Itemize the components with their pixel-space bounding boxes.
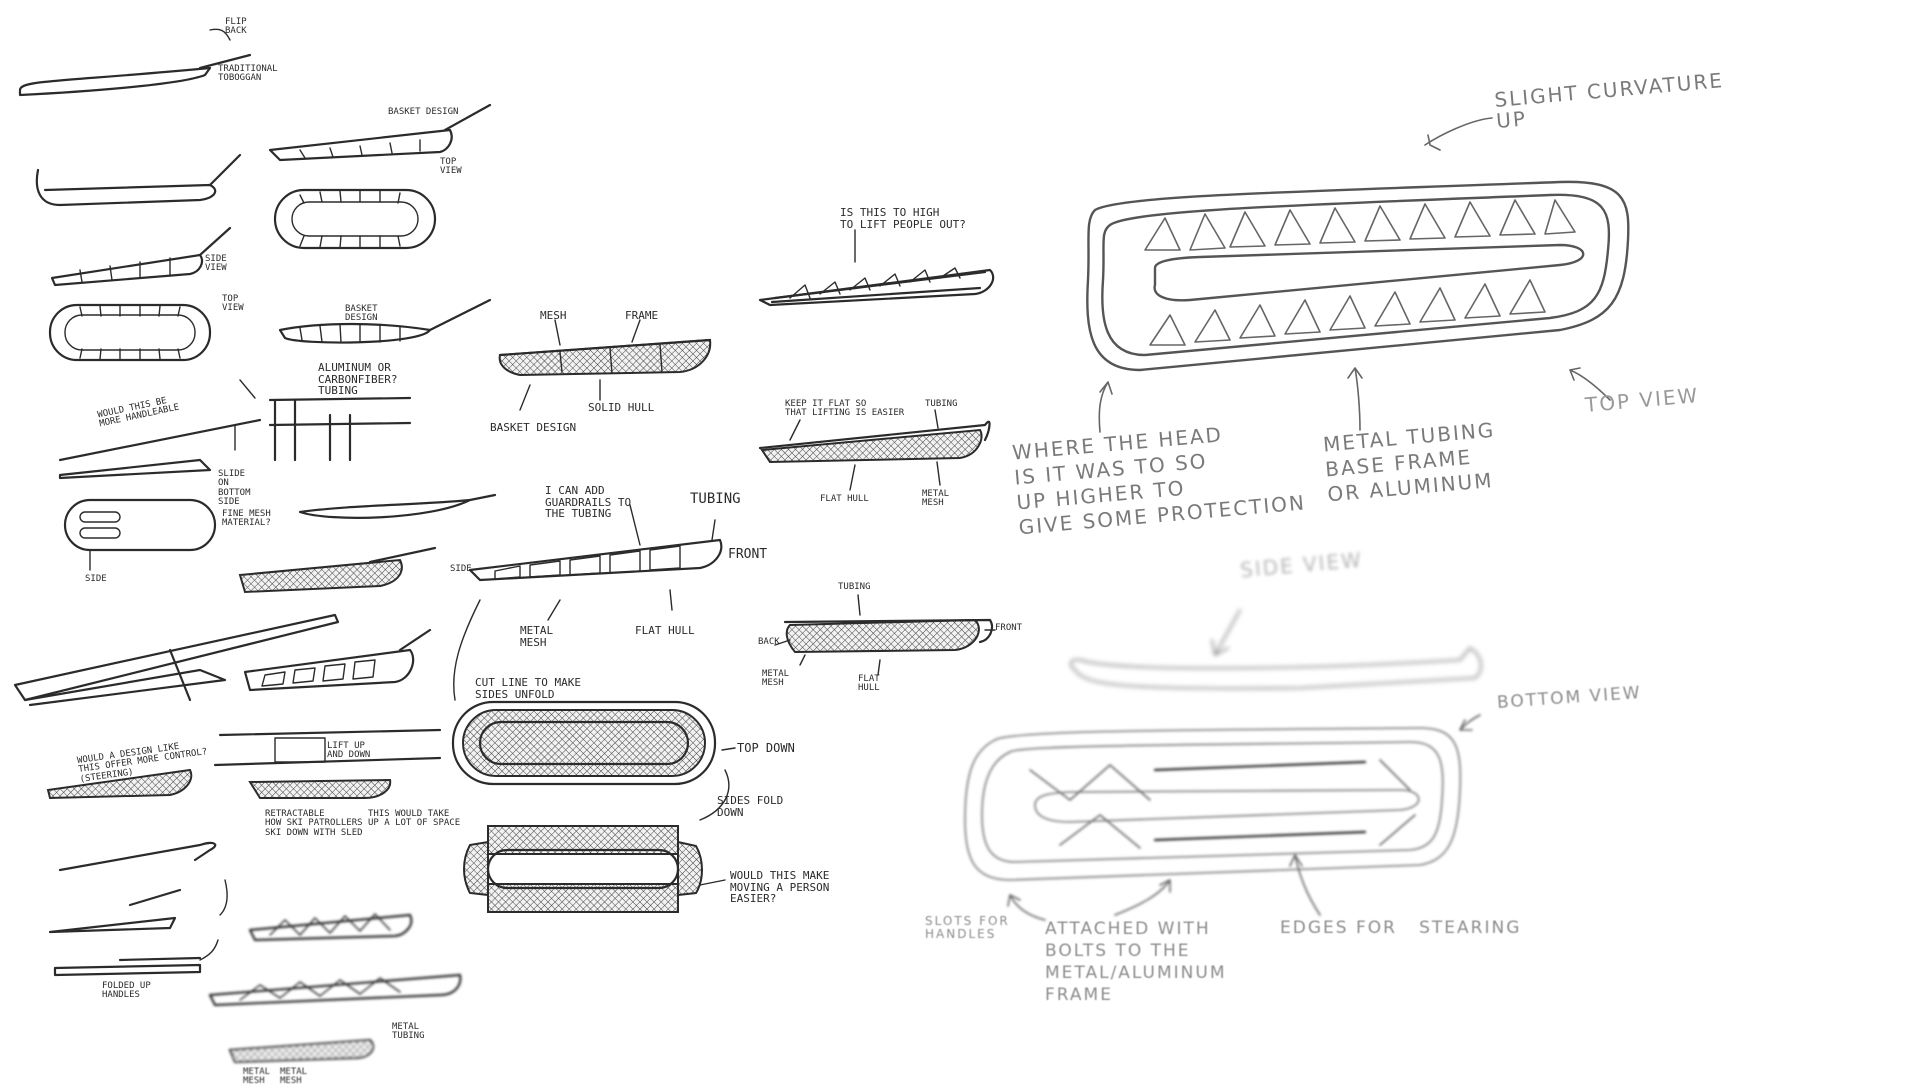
label-top-view-2: TOP VIEW bbox=[222, 294, 244, 314]
label-too-high: IS THIS TO HIGH TO LIFT PEOPLE OUT? bbox=[840, 206, 966, 231]
basket-sled-small-sketch bbox=[243, 628, 432, 692]
label-attached-bolts: ATTACHED WITH BOLTS TO THE METAL/ALUMINU… bbox=[1045, 919, 1227, 1006]
label-metal-tubing-frame: METAL TUBING BASE FRAME OR ALUMINUM bbox=[1322, 417, 1497, 507]
label-flat-hull-mid: FLAT HULL bbox=[635, 624, 695, 637]
sides-fold-down-sketch bbox=[463, 769, 730, 913]
label-solid-hull: SOLID HULL bbox=[588, 401, 655, 414]
label-metal-mesh-3: METAL MESH bbox=[762, 669, 790, 689]
side-view-sketch bbox=[50, 226, 232, 287]
label-mesh: MESH bbox=[540, 309, 567, 322]
label-aluminum-carbonfiber: ALUMINUM OR CARBONFIBER? TUBING bbox=[318, 361, 398, 398]
label-sides-fold: SIDES FOLD DOWN bbox=[717, 794, 784, 819]
steering-design-sketch bbox=[46, 728, 442, 800]
sled-profile-sketch bbox=[35, 153, 242, 207]
label-front-2: FRONT bbox=[995, 623, 1023, 633]
mesh-frame-sled-sketch bbox=[498, 319, 712, 411]
side-view-drawing bbox=[1069, 609, 1482, 690]
back-front-sled-sketch bbox=[774, 594, 996, 676]
bottom-view-drawing bbox=[964, 714, 1481, 921]
folded-handles-sketches bbox=[48, 841, 228, 977]
label-metal-mesh-mid: METAL MESH bbox=[520, 624, 554, 649]
long-handle-sled-sketch bbox=[13, 613, 340, 707]
handleable-sled-sketch bbox=[58, 418, 262, 480]
label-top-view: TOP VIEW bbox=[440, 157, 462, 177]
high-sled-sketch bbox=[758, 229, 995, 307]
mesh-sled-sketch bbox=[238, 546, 437, 594]
label-metal-mesh-2: METAL MESH bbox=[922, 489, 950, 509]
label-retractable: RETRACTABLE HOW SKI PATROLLERS SKI DOWN … bbox=[265, 809, 363, 838]
label-frame: FRAME bbox=[625, 309, 659, 322]
label-fine-mesh: FINE MESH MATERIAL? bbox=[222, 509, 271, 529]
label-side-view: SIDE VIEW bbox=[205, 254, 227, 274]
thin-sled-sketch bbox=[298, 493, 497, 519]
basket-top-view-sketch bbox=[273, 188, 437, 250]
label-metal-tubing: METAL TUBING bbox=[392, 1022, 425, 1042]
label-basket-design-2: BASKET DESIGN bbox=[345, 304, 378, 324]
label-flat-hull-3: FLAT HULL bbox=[858, 674, 880, 694]
label-slots-handles: SLOTS FOR HANDLES bbox=[925, 914, 1010, 941]
label-cut-line: CUT LINE TO MAKE SIDES UNFOLD bbox=[475, 676, 581, 701]
label-lift-up: LIFT UP AND DOWN bbox=[327, 741, 371, 761]
label-tubing: TUBING bbox=[690, 491, 741, 507]
label-keep-flat: KEEP IT FLAT SO THAT LIFTING IS EASIER bbox=[785, 399, 905, 419]
label-front: FRONT bbox=[728, 547, 768, 562]
label-slide-bottom: SLIDE ON BOTTOM SIDE bbox=[218, 469, 251, 508]
label-basket-design: BASKET DESIGN bbox=[388, 107, 459, 117]
blurred-lower-left-sketches bbox=[208, 913, 462, 1064]
label-tubing-2: TUBING bbox=[925, 399, 958, 409]
basket-design-2-sketch bbox=[278, 298, 492, 344]
top-view-oval-sketch bbox=[48, 303, 212, 362]
label-tubing-3: TUBING bbox=[838, 582, 871, 592]
tubing-cross-section-sketch bbox=[239, 379, 412, 462]
label-back: BACK bbox=[758, 637, 780, 647]
label-metal-mesh-2: METAL MESH bbox=[280, 1067, 308, 1087]
label-side-mid: SIDE bbox=[450, 564, 472, 574]
cut-line-top-down-sketch bbox=[451, 599, 736, 786]
guardrail-sled-sketch bbox=[468, 504, 723, 621]
label-folded-handles: FOLDED UP HANDLES bbox=[102, 981, 151, 1001]
label-side: SIDE bbox=[85, 574, 107, 584]
top-view-drawing bbox=[1086, 117, 1630, 433]
label-flat-hull-2: FLAT HULL bbox=[820, 494, 869, 504]
label-lot-of-space: THIS WOULD TAKE UP A LOT OF SPACE bbox=[368, 809, 461, 829]
label-metal-mesh-1: METAL MESH bbox=[243, 1067, 271, 1087]
label-flip-back: FLIP BACK bbox=[225, 17, 247, 37]
label-edges-steering: EDGES FOR STEARING bbox=[1280, 918, 1522, 938]
traditional-toboggan-sketch bbox=[18, 28, 252, 97]
label-add-guardrails: I CAN ADD GUARDRAILS TO THE TUBING bbox=[545, 484, 632, 521]
label-traditional-toboggan: TRADITIONAL TOBOGGAN bbox=[218, 64, 278, 84]
label-moving-easier: WOULD THIS MAKE MOVING A PERSON EASIER? bbox=[730, 869, 830, 906]
basket-design-side-sketch bbox=[268, 103, 492, 162]
label-top-down: TOP DOWN bbox=[737, 741, 795, 755]
bottom-slide-sketch bbox=[63, 498, 217, 571]
label-basket-design-mid: BASKET DESIGN bbox=[490, 421, 577, 434]
flat-tubing-sled-sketch bbox=[758, 409, 991, 491]
